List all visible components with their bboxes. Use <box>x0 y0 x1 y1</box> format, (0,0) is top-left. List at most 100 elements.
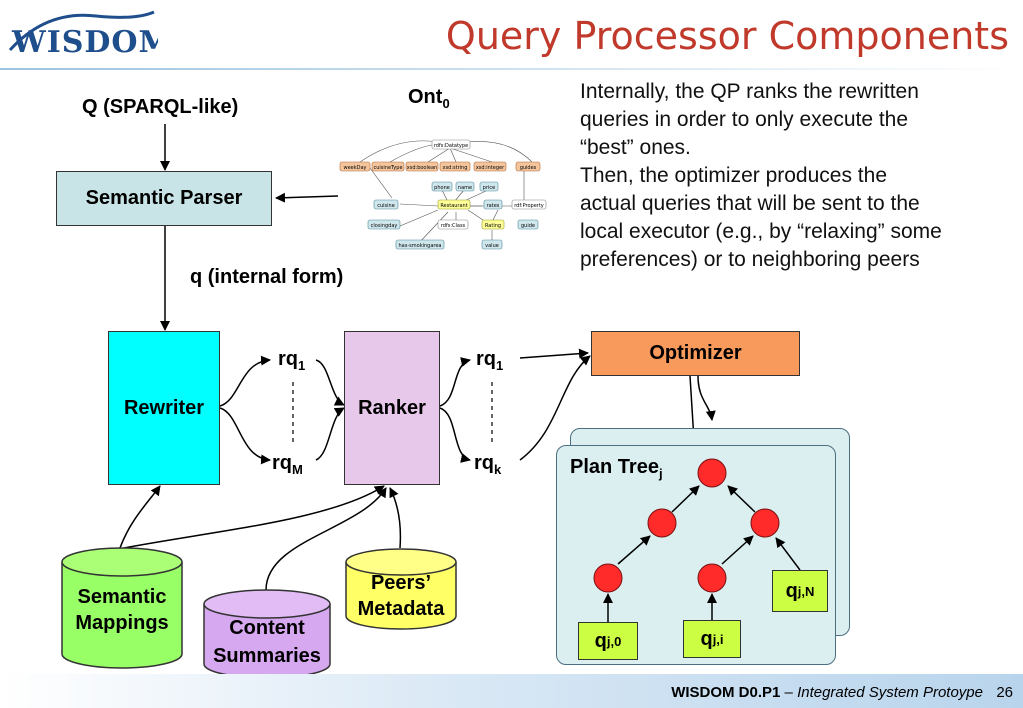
tree-edge <box>671 485 700 513</box>
ontology-node <box>373 199 399 210</box>
arrow-rqM-ranker <box>315 407 345 461</box>
rqM-text: rq <box>272 452 292 474</box>
ontology-node-label: xsd:integer <box>476 165 505 171</box>
ontology-node-label: guides <box>520 165 537 171</box>
ontology-node <box>437 199 471 210</box>
ontology-node <box>481 219 505 230</box>
internal-form-label: q (internal form) <box>190 266 344 288</box>
ontology-node-label: has-smokingarea <box>399 243 442 249</box>
ontology-node <box>473 161 507 172</box>
semantic-mappings-line: Semantic <box>77 586 167 608</box>
content-summaries-line: Content <box>229 617 305 639</box>
arrow-peers-ranker <box>389 487 402 549</box>
ontology-node-label: rdfs:Datatype <box>434 143 468 149</box>
arrow-rqk-optimizer <box>519 355 591 461</box>
logo-text: WISDOM <box>11 25 158 60</box>
semantic-mappings-label: Semantic Mappings <box>62 584 182 636</box>
paragraph-line: Then, the optimizer produces the <box>580 164 888 187</box>
peers-metadata-cylinder <box>345 548 457 630</box>
arrow-ranker-rqk <box>439 407 471 463</box>
ontology-node <box>439 161 471 172</box>
ontology-node <box>511 199 547 210</box>
paragraph-line: preferences) or to neighboring peers <box>580 248 920 271</box>
footer-bar <box>0 674 1023 708</box>
ontology-node-label: Restaurant <box>440 203 467 209</box>
rewriter-label: Rewriter <box>123 396 205 419</box>
header-divider <box>0 68 1023 70</box>
paragraph-line: local executor (e.g., by “relaxing” some <box>580 220 942 243</box>
query-label: Q (SPARQL-like) <box>82 96 239 118</box>
rq1-right-text: rq <box>476 348 496 370</box>
optimizer-box: Optimizer <box>591 331 800 376</box>
ontology-node <box>367 219 401 230</box>
ontology-node <box>395 239 445 250</box>
rqk-text: rq <box>474 452 494 474</box>
semantic-parser-label: Semantic Parser <box>85 187 243 209</box>
ontology-node-label: cuisine <box>377 203 395 209</box>
plan-tree-label: Plan Treej <box>570 456 663 481</box>
rq1-left-sub: 1 <box>298 358 306 373</box>
ontology-node-label: weekDay <box>343 165 366 171</box>
rqk-label: rqk <box>474 452 501 477</box>
tree-edge <box>727 485 756 513</box>
ontology-node <box>431 139 471 150</box>
paragraph-line: Internally, the QP ranks the rewritten <box>580 80 919 103</box>
ontology-node <box>479 181 499 192</box>
arrow-rewriter-rq1 <box>219 355 271 407</box>
ontology-graph: rdfs:Datatype weekDay cuisineType xsd:bo… <box>339 139 547 250</box>
arrow-mappings-ranker <box>123 485 385 549</box>
leaf-q-jN-text: q <box>785 579 798 602</box>
ontology-node-label: price <box>483 185 495 191</box>
ontology-node <box>481 239 503 250</box>
ontology-node-label: value <box>485 243 499 249</box>
plan-tree-sub: j <box>658 466 663 481</box>
ontology-node-label: guide <box>521 223 535 229</box>
tree-node <box>697 563 727 593</box>
arrow-summaries-ranker <box>265 487 387 591</box>
ontology-node-label: rdf:Property <box>514 203 544 209</box>
leaf-q-ji-text: q <box>700 627 713 650</box>
footer-project: WISDOM D0.P1 <box>671 684 781 701</box>
ranker-box: Ranker <box>344 331 440 485</box>
rq1-right-sub: 1 <box>496 358 504 373</box>
arrow-rq1-optimizer <box>519 348 589 359</box>
arrow-mappings-rewriter <box>119 485 161 549</box>
paragraph-line: actual queries that will be sent to the <box>580 192 920 215</box>
tree-edge <box>617 535 651 565</box>
content-summaries-line: Summaries <box>213 645 321 667</box>
rewriter-box: Rewriter <box>108 331 220 485</box>
leaf-q-j0-text: q <box>594 629 607 652</box>
peers-metadata-label: Peers’ Metadata <box>346 570 456 622</box>
ontology-node <box>515 161 541 172</box>
ontology-node-label: phone <box>434 185 450 191</box>
ontology-node-label: rates <box>487 203 500 209</box>
description-paragraph: Internally, the QP ranks the rewritten q… <box>580 78 1016 274</box>
arrow-optimizer-plan-2 <box>697 375 716 421</box>
arrow-rewriter-rqM <box>219 407 271 465</box>
leaf-q-j0-sub: j,0 <box>606 633 622 649</box>
ontology-node <box>483 199 503 210</box>
footer-separator: – <box>780 684 798 701</box>
paragraph-line: “best” ones. <box>580 136 691 159</box>
content-summaries-label: Content Summaries <box>204 614 330 670</box>
ontology-node <box>455 181 475 192</box>
ontology-label-text: Ont <box>408 86 443 108</box>
plan-tree-text: Plan Tree <box>570 456 659 478</box>
semantic-mappings-cylinder <box>61 547 183 669</box>
ontology-node-label: cuisineType <box>373 165 402 171</box>
ontology-node-label: xsd:string <box>443 165 468 171</box>
tree-edge <box>721 535 754 565</box>
ontology-node <box>431 181 453 192</box>
ontology-label: Ont0 <box>408 86 450 111</box>
ontology-label-sub: 0 <box>442 96 450 111</box>
rqk-sub: k <box>494 462 502 477</box>
ontology-node <box>405 161 439 172</box>
page-number: 26 <box>996 684 1013 701</box>
ontology-node <box>437 219 469 230</box>
rqM-sub: M <box>292 462 303 477</box>
